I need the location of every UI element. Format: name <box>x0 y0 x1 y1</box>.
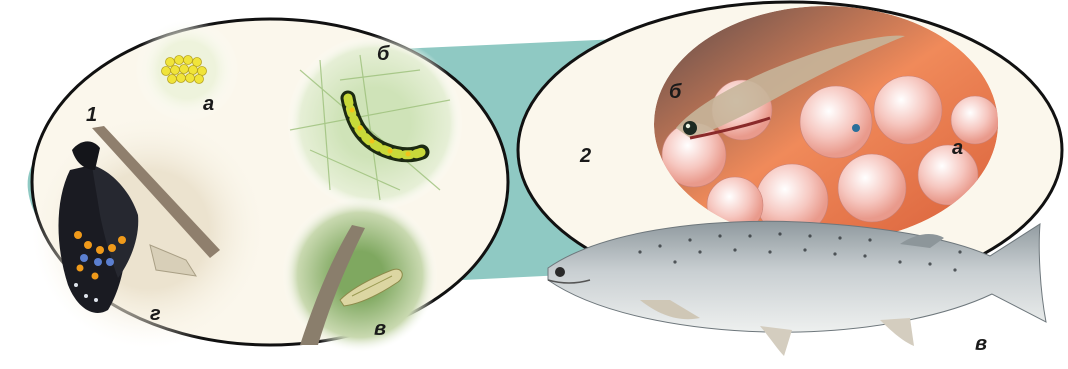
fish-eggs-label: а <box>952 138 963 158</box>
fish-group-label: 2 <box>580 146 591 166</box>
caterpillar-icon <box>287 35 463 211</box>
fish-adult-label: в <box>975 334 987 354</box>
butterfly-eggs-icon <box>135 18 239 122</box>
insect-pupa-label: в <box>374 319 386 339</box>
chrysalis-icon <box>282 197 438 353</box>
insect-eggs-label: а <box>203 94 214 114</box>
insect-larva-label: б <box>377 44 389 64</box>
fish-fry-label: б <box>669 82 681 102</box>
insect-group-label: 1 <box>86 105 97 125</box>
insect-adult-label: г <box>150 304 161 324</box>
